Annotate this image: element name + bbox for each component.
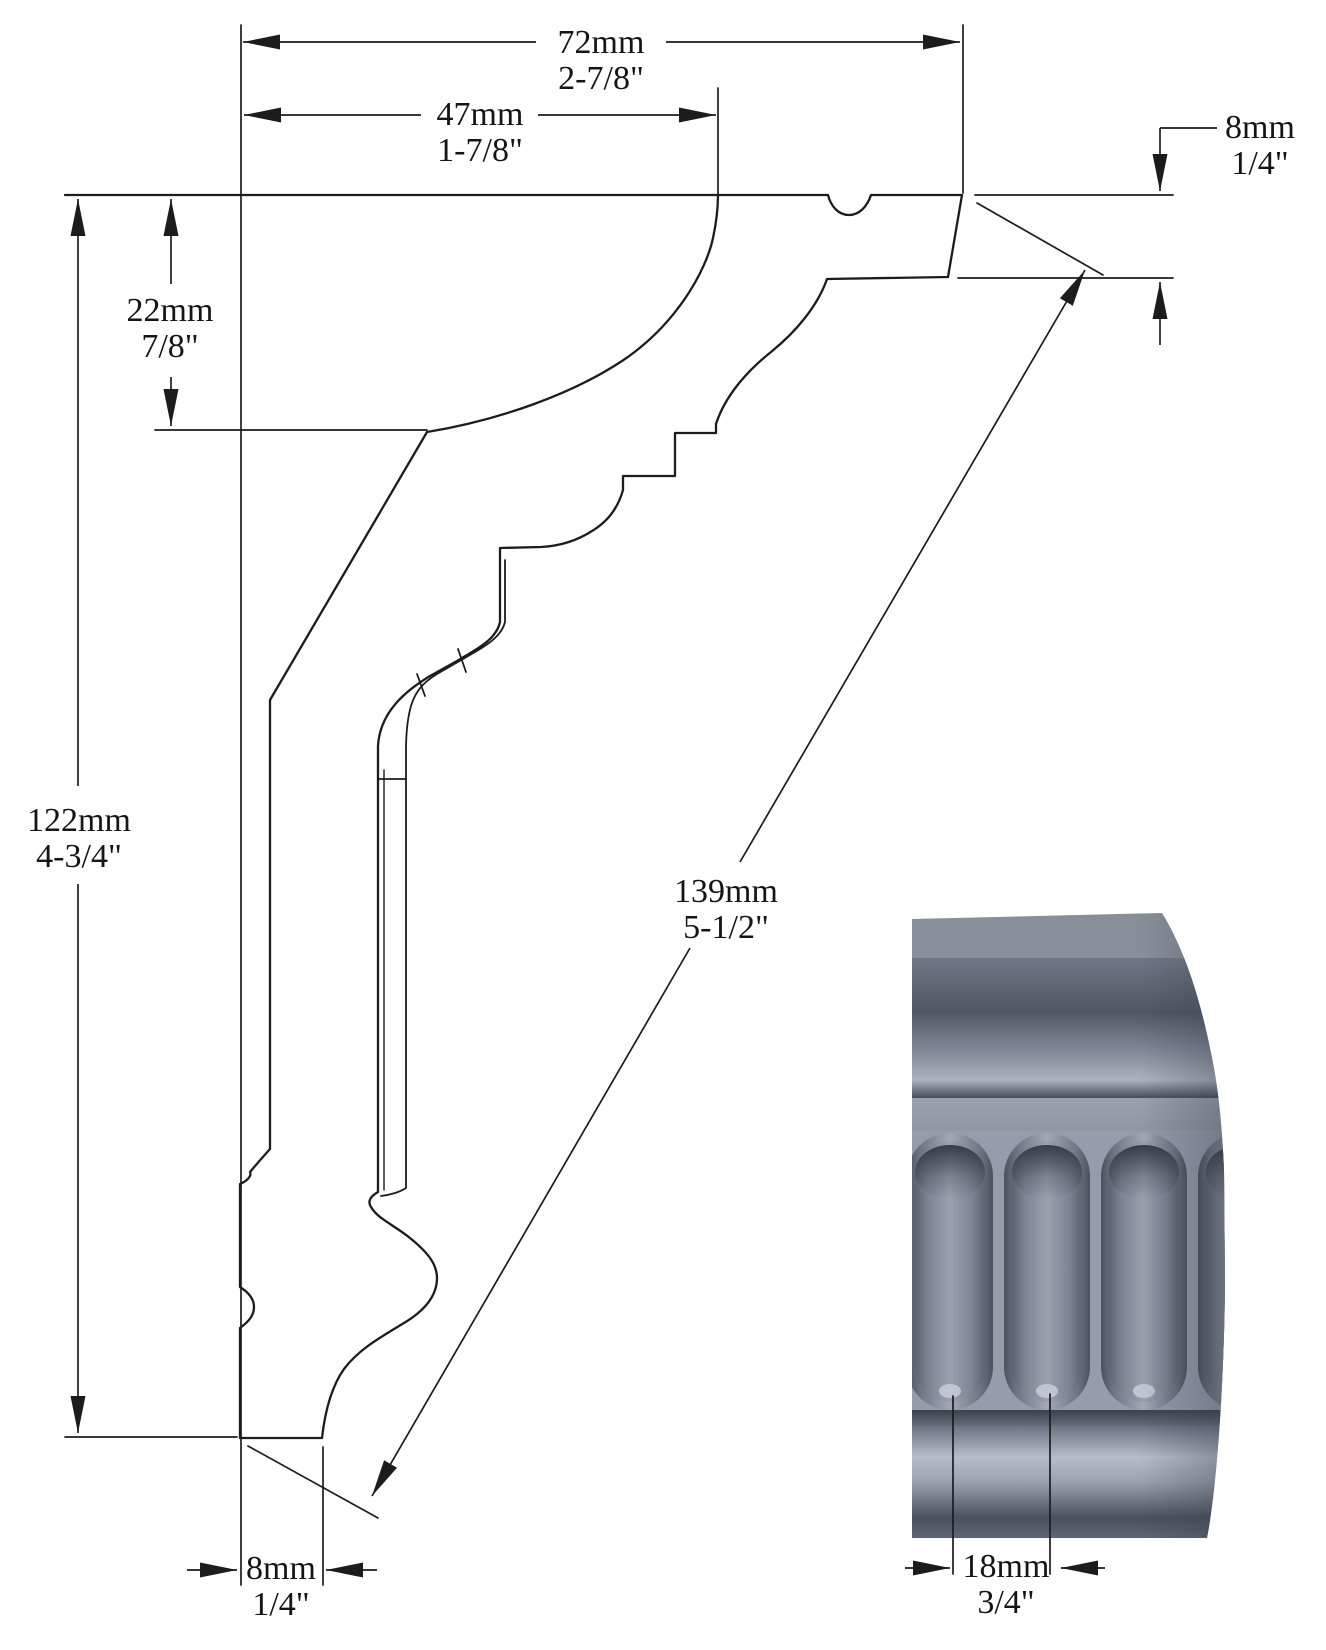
dim-top-edge-thickness-imperial: 1/4" (1231, 145, 1289, 182)
dim-bottom-edge-thickness-imperial: 1/4" (252, 1586, 310, 1623)
dim-bottom-edge-thickness-metric: 8mm (246, 1550, 316, 1587)
molding-3d-render (912, 913, 1225, 1538)
dim-top-flat-projection-metric: 47mm (436, 96, 524, 133)
dim-top-edge-thickness-label: 8mm 1/4" (1225, 110, 1295, 182)
dim-top-flat-projection-imperial: 1-7/8" (437, 132, 523, 169)
dim-flute-spacing-metric: 18mm (962, 1548, 1050, 1585)
flute-2 (1004, 1133, 1090, 1410)
flute-1 (912, 1133, 993, 1410)
dim-top-drop-imperial: 7/8" (141, 328, 199, 365)
dim-overall-height-label: 122mm 4-3/4" (27, 803, 131, 875)
dim-bottom-edge-thickness-label: 8mm 1/4" (246, 1551, 316, 1623)
dim-face-width-metric: 139mm (674, 873, 778, 910)
dim-overall-projection-imperial: 2-7/8" (558, 60, 644, 97)
dim-top-flat-projection-label: 47mm 1-7/8" (437, 97, 524, 169)
dim-top-drop-label: 22mm 7/8" (127, 293, 214, 365)
dim-flute-spacing-label: 18mm 3/4" (963, 1549, 1050, 1621)
dim-overall-height-metric: 122mm (27, 802, 131, 839)
dim-overall-projection-metric: 72mm (557, 24, 645, 61)
dim-overall-projection-label: 72mm 2-7/8" (558, 25, 645, 97)
dim-face-width-label: 139mm 5-1/2" (674, 874, 778, 946)
molding-profile-outline (63, 193, 964, 1440)
dim-overall-height-imperial: 4-3/4" (36, 838, 122, 875)
extension-lines (64, 24, 1174, 1586)
dimension-lines (70, 34, 1217, 1578)
dim-top-drop-metric: 22mm (126, 292, 214, 329)
dim-flute-spacing-imperial: 3/4" (977, 1584, 1035, 1621)
dim-top-edge-thickness-metric: 8mm (1225, 109, 1295, 146)
dim-face-width-imperial: 5-1/2" (683, 909, 769, 946)
